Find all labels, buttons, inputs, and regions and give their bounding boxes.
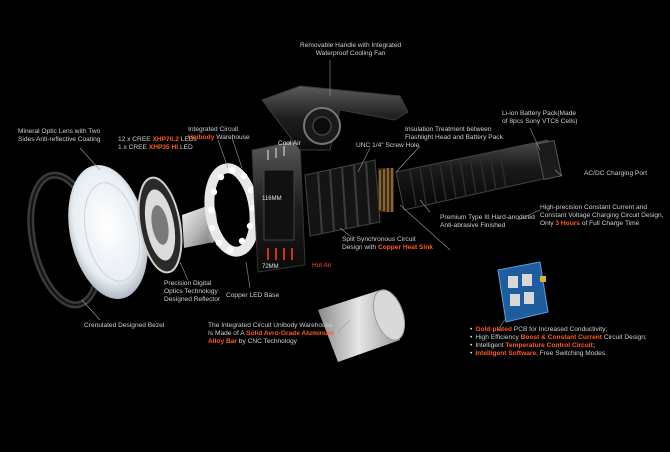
height-dimension: 116MM: [262, 196, 282, 202]
leds-label: 12 x CREE XHP70.2 LEDs 1 x CREE XHP35 HI…: [118, 136, 197, 151]
reflector: [137, 176, 183, 274]
hot-air-label: Hot Air: [312, 262, 332, 269]
split-circuit-label: Split Synchronous Circuit Design with Co…: [342, 236, 433, 251]
feature-intelligent-software: Intelligent Software, Free Switching Mod…: [470, 350, 647, 358]
head-body: [251, 139, 306, 273]
battery-tube: [395, 139, 563, 211]
pcb-stack: [497, 261, 549, 323]
feature-boost-circuit: High Efficiency Boost & Constant Current…: [470, 334, 646, 342]
circuit-warehouse-label: Integrated Circuit Unibody Warehouse: [188, 126, 250, 141]
feature-gold-pcb: Gold-plated PCB for Increased Conductivi…: [470, 326, 647, 334]
led-ring: [204, 163, 260, 257]
aluminum-bar: [318, 289, 406, 362]
cooling-sleeve: [304, 159, 381, 237]
cool-air-label: Cool Air: [278, 140, 301, 147]
screw-hole-label: UNC 1/4" Screw Hole: [356, 142, 420, 149]
width-dimension: 72MM: [262, 264, 279, 270]
optic-lens: [68, 165, 148, 299]
charging-port-label: AC/DC Charging Port: [584, 170, 648, 177]
pcb-features-list: Gold-plated PCB for Increased Conductivi…: [470, 326, 647, 358]
leader-lines: [79, 60, 563, 333]
bezel-label: Crenulated Designed Bezel: [84, 322, 165, 329]
copper-base-label: Copper LED Base: [226, 292, 280, 299]
connector-spring: [378, 168, 394, 212]
unibody-material-label: The Integrated Circuit Unibody Warehouse…: [208, 322, 334, 345]
feature-temperature-control: Intelligent Temperature Control Circuit;: [470, 342, 647, 350]
charging-circuit-label: High-precision Constant Current and Cons…: [540, 204, 664, 227]
handle: [261, 85, 409, 151]
